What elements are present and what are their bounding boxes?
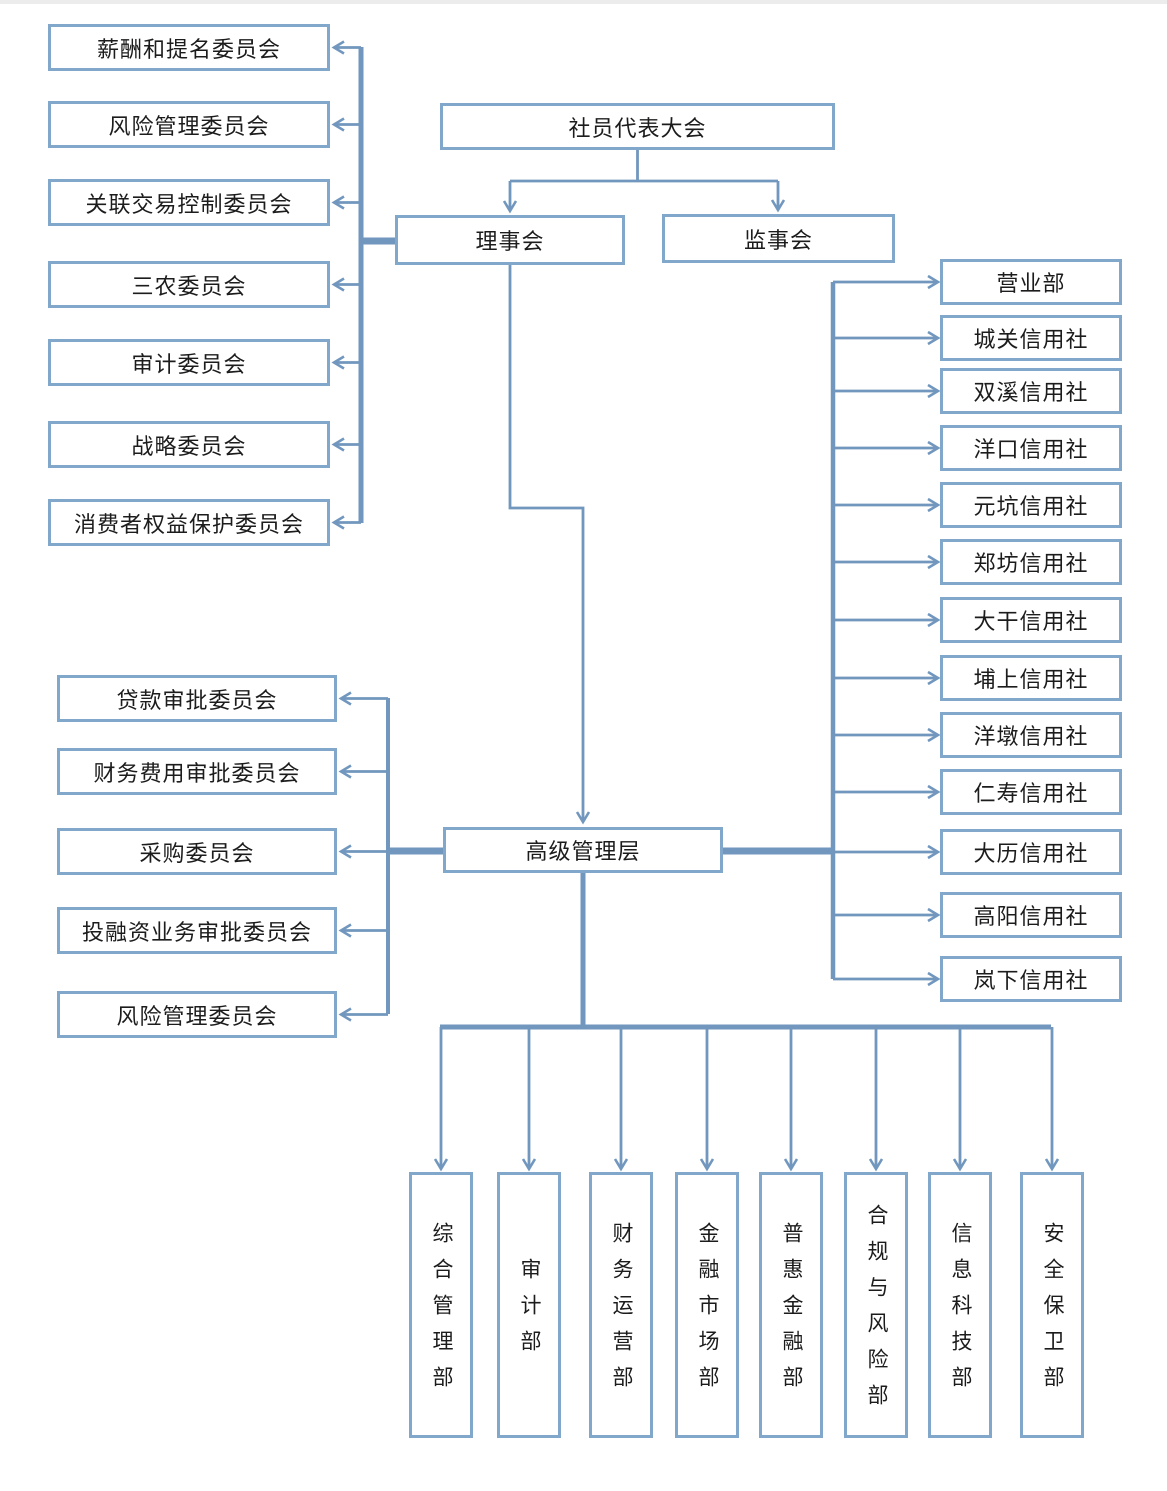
department-node: 金融市场部 (675, 1172, 739, 1438)
node-board-of-directors: 理事会 (395, 215, 625, 265)
management-committee-node: 财务费用审批委员会 (57, 748, 337, 795)
department-node: 信息科技部 (928, 1172, 992, 1438)
management-committee-node: 投融资业务审批委员会 (57, 907, 337, 954)
branch-node: 城关信用社 (940, 315, 1122, 361)
branch-node: 洋口信用社 (940, 425, 1122, 471)
branch-node: 高阳信用社 (940, 892, 1122, 938)
node-board-of-supervisors: 监事会 (662, 214, 895, 263)
branch-node: 郑坊信用社 (940, 539, 1122, 585)
board-committee-node: 消费者权益保护委员会 (48, 499, 330, 546)
department-node: 财务运营部 (589, 1172, 653, 1438)
department-node: 综合管理部 (409, 1172, 473, 1438)
management-committee-node: 采购委员会 (57, 828, 337, 875)
board-committee-node: 三农委员会 (48, 261, 330, 308)
department-node: 安全保卫部 (1020, 1172, 1084, 1438)
node-members-assembly: 社员代表大会 (440, 103, 835, 150)
board-committee-node: 审计委员会 (48, 339, 330, 386)
board-committee-node: 关联交易控制委员会 (48, 179, 330, 226)
branch-node: 双溪信用社 (940, 368, 1122, 414)
board-committee-node: 战略委员会 (48, 421, 330, 468)
department-node: 合规与风险部 (844, 1172, 908, 1438)
page-top-strip (0, 0, 1167, 4)
branch-node: 岚下信用社 (940, 956, 1122, 1002)
branch-node: 大历信用社 (940, 829, 1122, 875)
branch-node: 埔上信用社 (940, 655, 1122, 701)
management-committee-node: 风险管理委员会 (57, 991, 337, 1038)
branch-node: 洋墩信用社 (940, 712, 1122, 758)
department-node: 审计部 (497, 1172, 561, 1438)
node-senior-management: 高级管理层 (443, 827, 723, 873)
branch-node: 营业部 (940, 259, 1122, 305)
board-committee-node: 薪酬和提名委员会 (48, 24, 330, 71)
board-committee-node: 风险管理委员会 (48, 101, 330, 148)
branch-node: 元坑信用社 (940, 482, 1122, 528)
branch-node: 仁寿信用社 (940, 769, 1122, 815)
management-committee-node: 贷款审批委员会 (57, 675, 337, 722)
department-node: 普惠金融部 (759, 1172, 823, 1438)
branch-node: 大干信用社 (940, 597, 1122, 643)
